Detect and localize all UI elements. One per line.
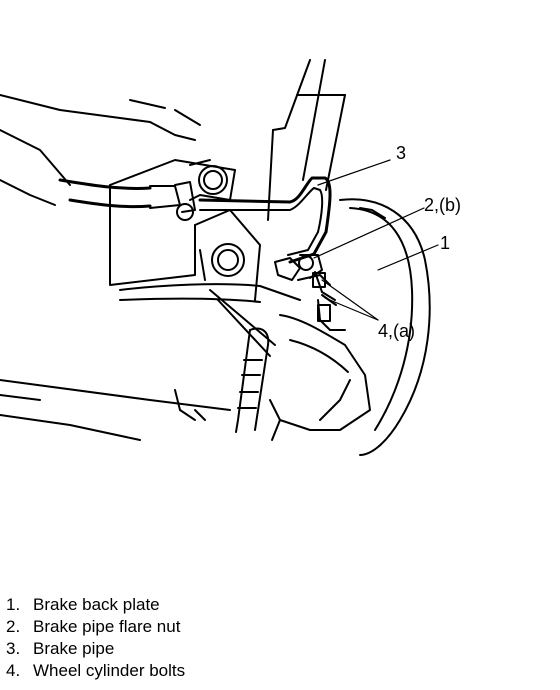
callout-4a: 4,(a) xyxy=(378,321,416,341)
callout-2b: 2,(b) xyxy=(424,195,462,215)
mounting-bracket xyxy=(109,159,261,301)
legend-item: 2. Brake pipe flare nut xyxy=(6,616,185,638)
lower-panel-lines xyxy=(0,379,231,441)
steering-knuckle xyxy=(269,314,371,441)
legend-item: 4. Wheel cylinder bolts xyxy=(6,660,185,682)
legend-text: Brake pipe xyxy=(33,639,115,658)
legend-item: 1. Brake back plate xyxy=(6,594,185,616)
callout-3: 3 xyxy=(396,143,407,163)
legend-number: 4. xyxy=(6,661,21,680)
strut-lines xyxy=(267,59,346,221)
legend-text: Brake pipe flare nut xyxy=(33,617,181,636)
brake-back-plate xyxy=(339,198,431,456)
legend-text: Brake back plate xyxy=(33,595,160,614)
wheel-cylinder xyxy=(274,254,346,331)
legend-number: 2. xyxy=(6,617,21,636)
lower-arm xyxy=(119,283,301,357)
legend-number: 1. xyxy=(6,595,21,614)
body-panel-lines xyxy=(0,94,201,206)
brake-assembly-illustration xyxy=(0,59,439,456)
leader-lines xyxy=(313,159,439,321)
brake-hose xyxy=(58,178,196,221)
brake-pipe xyxy=(198,176,332,264)
lower-rod xyxy=(235,327,270,433)
parts-legend: 1. Brake back plate 2. Brake pipe flare … xyxy=(6,594,185,682)
legend-item: 3. Brake pipe xyxy=(6,638,185,660)
legend-text: Wheel cylinder bolts xyxy=(33,661,186,680)
legend-number: 3. xyxy=(6,639,21,658)
callout-1: 1 xyxy=(440,233,451,253)
